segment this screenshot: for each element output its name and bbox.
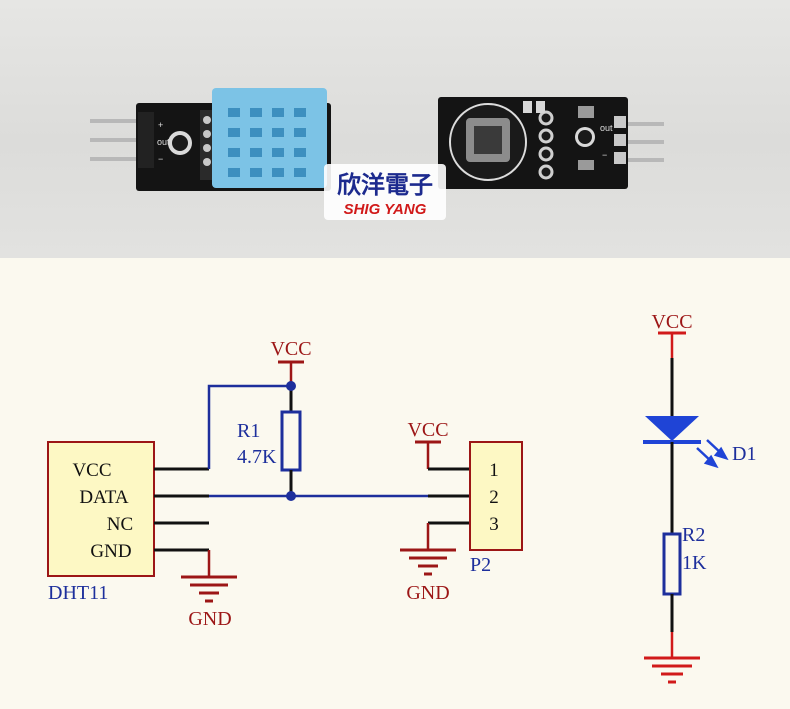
brand-chinese-name: 欣洋電子 [337, 171, 433, 199]
vcc-symbol-p2: VCC [407, 419, 449, 469]
p2-pin-2-label: 2 [489, 487, 499, 508]
right-pin-minus-label: − [602, 150, 607, 160]
left-pin-plus-label: + [158, 120, 163, 130]
r2-value-label: 1K [682, 552, 707, 574]
brand-english-name: SHIG YANG [344, 201, 427, 218]
dht11-ref-label: DHT11 [48, 582, 108, 604]
p2-pin-1-label: 1 [489, 460, 499, 481]
dht11-pin-gnd-label: GND [90, 541, 131, 562]
left-pin-minus-label: − [158, 154, 163, 164]
schematic-drawing: VCC DATA NC GND DHT11 VCC [47, 311, 756, 684]
dht11-pin-nc-label: NC [107, 514, 133, 535]
resistor-r1: R1 4.7K [237, 386, 302, 496]
r1-ref-label: R1 [237, 420, 260, 442]
dht11-pin-vcc-label: VCC [72, 460, 111, 481]
left-pin-out-label: out [157, 137, 170, 147]
led-d1: D1 [643, 416, 756, 469]
brand-logo: 欣洋電子 SHIG YANG [324, 164, 446, 220]
p2-header-body [469, 441, 523, 551]
resistor-r2: R2 1K [662, 524, 707, 596]
vcc-label-led: VCC [651, 311, 692, 333]
led-light-arrows [696, 439, 729, 469]
p2-ref-label: P2 [470, 554, 491, 576]
circuit-schematic: VCC DATA NC GND DHT11 VCC [0, 258, 790, 704]
gnd-symbol-p2: GND [400, 523, 456, 604]
r2-ref-label: R2 [682, 524, 705, 546]
gnd-label-dht11: GND [188, 608, 231, 630]
junction-dot-bottom [286, 491, 296, 501]
vcc-symbol-r1: VCC [270, 338, 312, 386]
photo-illustration: + out − [90, 88, 664, 220]
product-photo: + out − [0, 0, 790, 258]
right-pin-out-label: out [600, 123, 613, 133]
vcc-symbol-led: VCC [651, 311, 693, 358]
junction-dot-top [286, 381, 296, 391]
d1-ref-label: D1 [732, 443, 756, 465]
dht11-component-body [47, 441, 155, 577]
vcc-label-r1: VCC [270, 338, 311, 360]
p2-pin-3-label: 3 [489, 514, 499, 535]
gnd-label-p2: GND [406, 582, 449, 604]
gnd-symbol-led [644, 632, 700, 684]
vcc-label-p2: VCC [407, 419, 448, 441]
p2-pin-stubs [428, 467, 470, 525]
r1-value-label: 4.7K [237, 446, 277, 468]
right-module: out − [438, 97, 664, 189]
left-module: + out − [90, 88, 331, 191]
gnd-symbol-dht11: GND [181, 550, 237, 630]
dht11-pin-stubs [154, 467, 209, 552]
signal-wires [207, 384, 428, 498]
dht11-pin-data-label: DATA [79, 487, 128, 508]
